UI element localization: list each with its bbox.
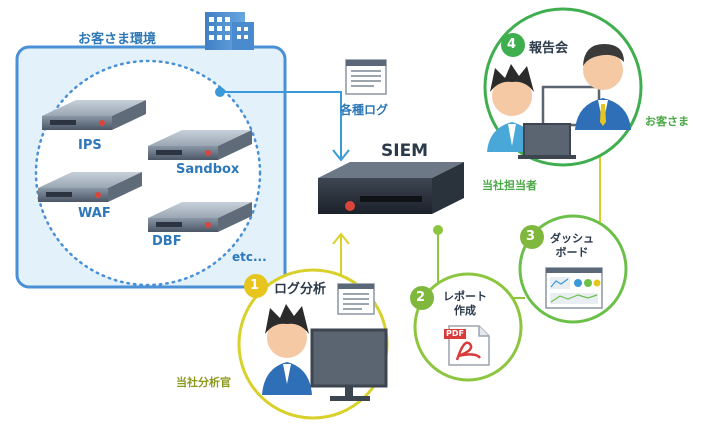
customer-person-icon [575, 44, 631, 130]
siem-label: SIEM [381, 141, 429, 161]
step2-number: 2 [416, 290, 426, 305]
customer-env-title: お客さま環境 [78, 32, 157, 47]
step2-label: レポート 作成 [443, 290, 487, 317]
step4-customer-role-label: お客さま [645, 115, 689, 128]
dashboard-screen-icon [545, 267, 603, 309]
building-icon [205, 12, 254, 50]
device-label-ips: IPS [78, 138, 102, 153]
log-flow-arrow [215, 87, 350, 162]
step1-number: 1 [250, 278, 260, 293]
step4-label: 報告会 [529, 41, 569, 56]
pdf-badge-text: PDF [446, 329, 464, 338]
step1-label: ログ分析 [274, 282, 327, 297]
device-label-sandbox: Sandbox [176, 162, 240, 177]
step2-badge [410, 286, 434, 310]
meeting-laptop-front-icon [518, 123, 576, 159]
step3-badge [520, 225, 544, 249]
analyst-person-icon [262, 304, 312, 395]
analyst-monitor-icon [310, 328, 388, 401]
step4-number: 4 [507, 37, 517, 52]
step1-role-label: 当社分析官 [176, 376, 231, 389]
ips-server-icon [42, 100, 146, 130]
step4-staff-role-label: 当社担当者 [482, 179, 537, 192]
log-document-icon [345, 59, 387, 95]
device-label-dbf: DBF [152, 234, 182, 249]
step3-label: ダッシュ ボード [550, 232, 594, 259]
step1-badge [244, 274, 268, 298]
analysis-document-icon [337, 283, 375, 315]
dbf-server-icon [148, 202, 252, 232]
pdf-document-icon [444, 325, 490, 366]
device-label-etc: etc... [232, 250, 267, 264]
sandbox-server-icon [148, 130, 252, 160]
waf-server-icon [38, 172, 142, 202]
logs-label: 各種ログ [340, 103, 389, 117]
step4-badge [501, 33, 525, 57]
step3-number: 3 [526, 229, 536, 244]
device-label-waf: WAF [78, 206, 111, 221]
siem-appliance-icon [318, 162, 464, 214]
